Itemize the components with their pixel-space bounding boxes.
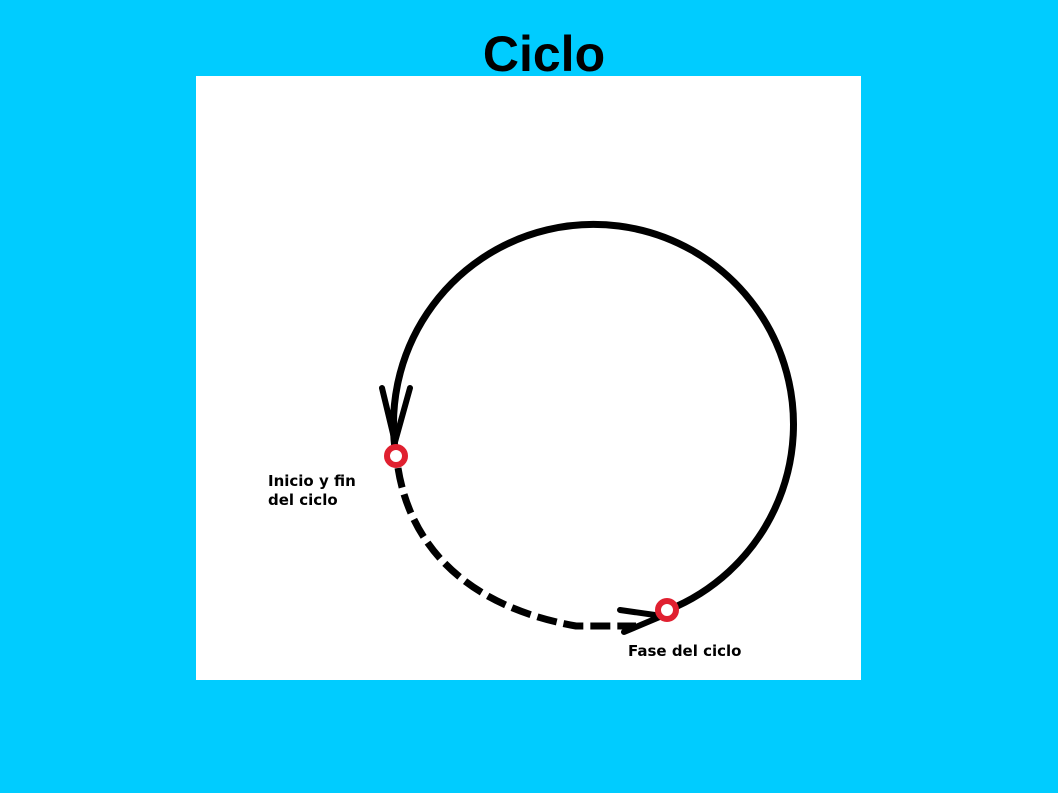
slide-title: Ciclo — [482, 26, 606, 82]
start-end-label: Inicio y fin del ciclo — [268, 472, 356, 510]
start-end-label-line1: Inicio y fin — [268, 472, 356, 490]
cycle-arrowhead-down — [379, 385, 413, 445]
cycle-solid-arc — [390, 220, 797, 614]
cycle-dashed-arc — [394, 467, 636, 630]
cycle-diagram: Inicio y fin del ciclo Fase del ciclo — [196, 76, 861, 680]
phase-marker — [655, 598, 679, 622]
start-end-marker — [384, 444, 408, 468]
phase-label: Fase del ciclo — [628, 642, 742, 660]
cycle-diagram-svg — [379, 220, 797, 635]
start-end-label-line2: del ciclo — [268, 491, 338, 509]
